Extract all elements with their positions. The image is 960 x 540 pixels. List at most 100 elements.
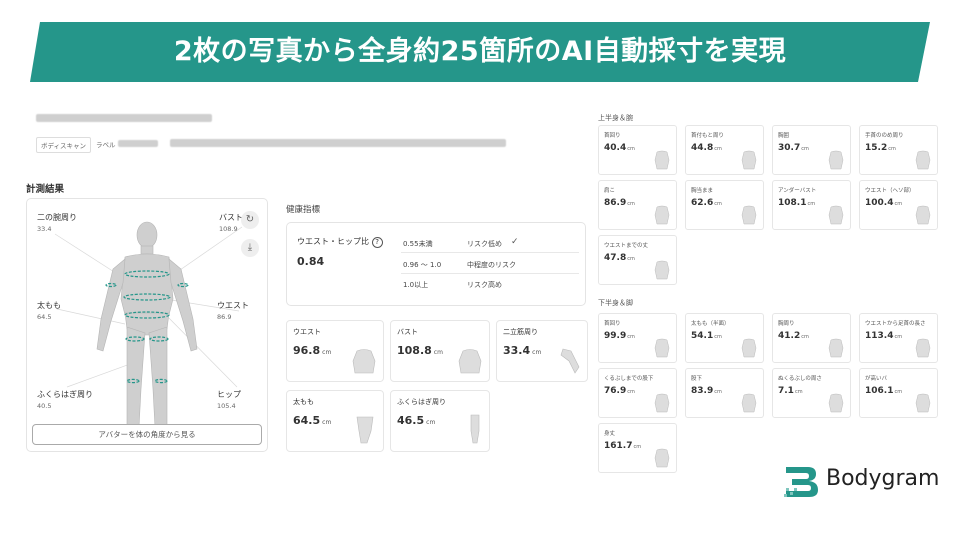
body-part-thumbnail-icon — [654, 150, 670, 170]
leg-thumbnail-icon — [470, 414, 480, 444]
lower-measure-card[interactable]: ぬくるぶしの周さ 7.1cm — [772, 368, 851, 418]
lower-measure-card[interactable]: 首回り 99.9cm — [598, 313, 677, 363]
card-label: 首付もと周り — [691, 133, 724, 139]
upper-measure-card[interactable]: 首回り 40.4cm — [598, 125, 677, 175]
card-label: アンダーバスト — [778, 188, 817, 194]
view-avatar-angle-button[interactable]: アバターを体の角度から見る — [32, 424, 262, 445]
card-label: ぬくるぶしの周さ — [778, 376, 822, 382]
card-value: 40.4cm — [604, 143, 635, 153]
card-label: 手首ののめ周り — [865, 133, 904, 139]
card-label: 太もも — [293, 398, 314, 406]
lower-measure-card[interactable]: ウエストから足首の長さ 113.4cm — [859, 313, 938, 363]
card-label: 身丈 — [604, 431, 616, 437]
measure-value-waist: 86.9 — [217, 313, 232, 321]
body-part-thumbnail-icon — [828, 150, 844, 170]
whr-value: 0.84 — [297, 255, 325, 268]
measure-value-upper-arm: 33.4 — [37, 225, 52, 233]
body-part-thumbnail-icon — [654, 393, 670, 413]
card-label: 股下 — [691, 376, 703, 382]
body-part-thumbnail-icon — [828, 393, 844, 413]
card-value: 7.1cm — [778, 386, 803, 396]
card-label: ウエストまでの丈 — [604, 243, 649, 249]
card-value: 100.4cm — [865, 198, 903, 208]
measure-label-thigh: 太もも — [37, 301, 61, 310]
card-label: くるぶしまでの股下 — [604, 376, 654, 382]
measure-value-thigh: 64.5 — [37, 313, 52, 321]
measure-label-upper-arm: 二の腕周り — [37, 213, 77, 222]
card-label: ウエストから足首の長さ — [865, 321, 926, 327]
body-part-thumbnail-icon — [828, 205, 844, 225]
card-value: 108.1cm — [778, 198, 816, 208]
card-value: 113.4cm — [865, 331, 903, 341]
body-avatar[interactable] — [27, 199, 269, 453]
card-label: 胸当まま — [691, 188, 714, 194]
torso-thumbnail-icon — [458, 349, 482, 374]
measure-label-hip: ヒップ — [217, 390, 241, 399]
title-banner: 2枚の写真から全身約25箇所のAI自動採寸を実現 — [30, 22, 930, 82]
card-label: ウエスト — [293, 328, 321, 336]
upper-measure-card[interactable]: ウエスト（ヘソ部） 100.4cm — [859, 180, 938, 230]
header-line-blurred — [170, 139, 506, 147]
card-value: 44.8cm — [691, 143, 722, 153]
whr-title: ウエスト・ヒップ比 ? — [297, 236, 383, 248]
card-value: 99.9cm — [604, 331, 635, 341]
card-value: 86.9cm — [604, 198, 635, 208]
risk-row: 0.55未満 リスク低め ✓ — [401, 235, 579, 253]
body-part-thumbnail-icon — [915, 393, 931, 413]
upper-measure-card[interactable]: アンダーバスト 108.1cm — [772, 180, 851, 230]
card-label: 二立筋周り — [503, 328, 538, 336]
download-icon[interactable]: ⤓ — [241, 239, 259, 257]
logo-text: Bodygram — [826, 466, 940, 491]
risk-range: 1.0以上 — [403, 281, 429, 289]
measure-label-waist: ウエスト — [217, 301, 249, 310]
body-part-thumbnail-icon — [741, 393, 757, 413]
card-label: ふくらはぎ周り — [397, 398, 446, 406]
risk-row: 0.96 〜 1.0 中程度のリスク — [401, 256, 579, 274]
rotate-icon[interactable]: ↻ — [241, 211, 259, 229]
card-value: 47.8cm — [604, 253, 635, 263]
card-value: 15.2cm — [865, 143, 896, 153]
upper-measure-card[interactable]: ウエストまでの丈 47.8cm — [598, 235, 677, 285]
measure-value-bust: 108.9 — [219, 225, 238, 233]
banner-background — [30, 22, 930, 82]
health-indicators-heading: 健康指標 — [286, 205, 321, 215]
card-label: ウエスト（ヘソ部） — [865, 188, 915, 194]
lower-measure-card[interactable]: 太もも（半面）54.1cm — [685, 313, 764, 363]
body-part-thumbnail-icon — [741, 150, 757, 170]
body-part-thumbnail-icon — [654, 448, 670, 468]
upper-body-heading: 上半身＆腕 — [598, 114, 633, 122]
measure-label-bust: バスト — [219, 213, 243, 222]
upper-measure-card[interactable]: 胸当まま 62.6cm — [685, 180, 764, 230]
body-part-thumbnail-icon — [741, 205, 757, 225]
card-value: 76.9cm — [604, 386, 635, 396]
lower-measure-card[interactable]: くるぶしまでの股下 76.9cm — [598, 368, 677, 418]
card-label: 太もも（半面） — [691, 321, 730, 327]
help-icon[interactable]: ? — [371, 237, 383, 248]
avatar-card: 二の腕周り 33.4 バスト 108.9 太もも 64.5 ウエスト 86.9 … — [26, 198, 268, 452]
upper-measure-card[interactable]: 手首ののめ周り 15.2cm — [859, 125, 938, 175]
banner-title: 2枚の写真から全身約25箇所のAI自動採寸を実現 — [173, 36, 787, 67]
card-label: 首回り — [604, 133, 621, 139]
card-value: 62.6cm — [691, 198, 722, 208]
risk-text: リスク低め — [467, 240, 502, 248]
card-label: バスト — [397, 328, 418, 336]
tag-body-scan: ボディスキャン — [36, 137, 92, 153]
card-label: 首回り — [604, 321, 621, 327]
measure-value-hip: 105.4 — [217, 402, 236, 410]
body-part-thumbnail-icon — [654, 260, 670, 280]
upper-measure-card[interactable]: 首付もと周り 44.8cm — [685, 125, 764, 175]
body-part-thumbnail-icon — [654, 338, 670, 358]
